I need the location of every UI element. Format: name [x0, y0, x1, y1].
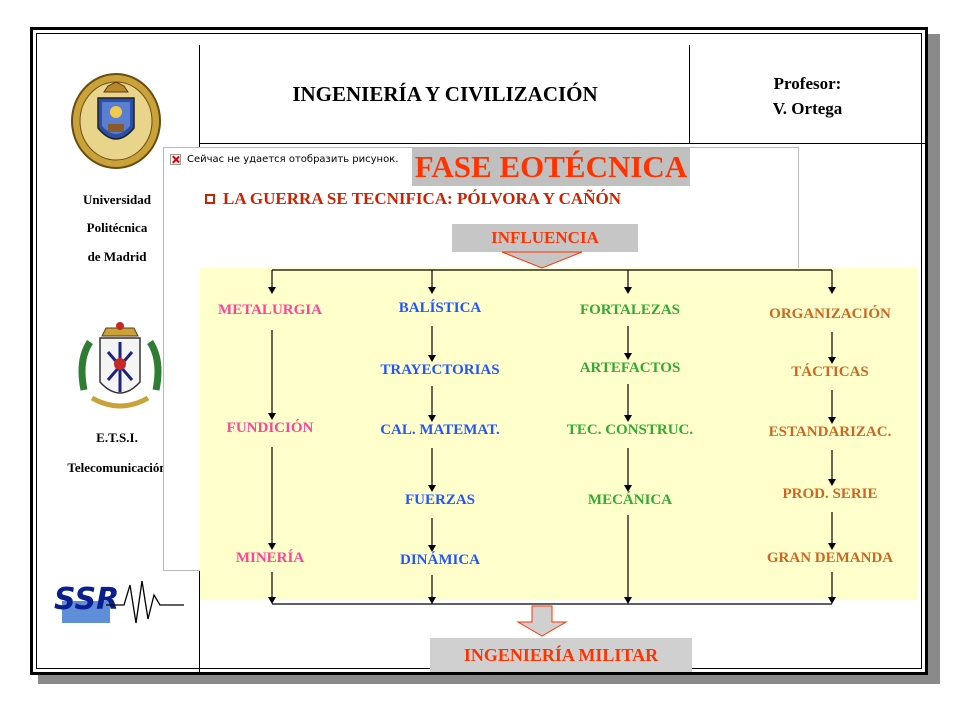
top-arrow-1-head	[268, 287, 276, 294]
col-1-item-3: MINERÍA	[235, 550, 305, 566]
header-bottom-line	[199, 143, 925, 144]
col-3-item-2: ARTEFACTOS	[579, 360, 681, 376]
col-3-arrow-1-head	[624, 353, 632, 360]
university-line-1: Universidad	[83, 192, 151, 207]
col-4-item-2: TÁCTICAS	[791, 364, 869, 380]
col-4-item-5: GRAN DEMANDA	[766, 550, 894, 566]
broken-image-icon	[170, 154, 181, 165]
col-3-item-3: TEC. CONSTRUC.	[566, 422, 694, 438]
col-4-item-4: PROD. SERIE	[782, 486, 878, 502]
bottom-arrow-2-head	[428, 597, 436, 604]
influence-box: INFLUENCIA	[452, 224, 638, 252]
school-line-2: Telecomunicación	[67, 460, 167, 475]
result-box: INGENIERÍA MILITAR	[430, 638, 692, 672]
col-4-arrow-4-head	[828, 543, 836, 550]
top-arrow-2-head	[428, 287, 436, 294]
upm-seal-icon	[71, 73, 161, 169]
university-line-2: Politécnica	[86, 220, 148, 235]
col-2-item-2: TRAYECTORIAS	[380, 362, 500, 378]
broken-image-text: Сейчас не удается отобразить рисунок.	[187, 154, 399, 165]
bottom-arrow-3-head	[624, 597, 632, 604]
col-2-arrow-1-head	[428, 355, 436, 362]
broken-image-row: Сейчас не удается отобразить рисунок.	[170, 154, 398, 165]
col-2-arrow-2-head	[428, 415, 436, 422]
school-line-1: E.T.S.I.	[96, 430, 138, 445]
top-arrow-4-head	[828, 287, 836, 294]
diagram-panel	[200, 268, 918, 600]
col-1-arrow-2-head	[268, 543, 276, 550]
university-line-3: de Madrid	[87, 249, 147, 264]
professor-name: V. Ortega	[772, 99, 843, 118]
bottom-arrow-4-head	[828, 597, 836, 604]
col-3-arrow-2-head	[624, 415, 632, 422]
col-4-arrow-1-head	[828, 357, 836, 364]
col-2-arrow-4-head	[428, 545, 436, 552]
checkbox-bullet-icon	[205, 194, 215, 204]
influence-chevron-icon	[501, 251, 583, 269]
header-divider	[689, 45, 690, 143]
col-4-item-1: ORGANIZACIÓN	[769, 306, 891, 322]
ssr-logo-text: SSR	[54, 582, 119, 617]
col-1-arrow-1-head	[268, 413, 276, 420]
slide-subtitle-text: LA GUERRA SE TECNIFICA: PÓLVORA Y CAÑÓN	[223, 189, 621, 208]
col-3-item-4: MECÁNICA	[587, 492, 673, 508]
col-2-item-5: DINÁMICA	[400, 552, 480, 568]
slide-title: FASE EOTÉCNICA	[412, 148, 690, 186]
professor-label: Profesor:	[773, 74, 842, 93]
col-2-item-1: BALÍSTICA	[398, 300, 482, 316]
col-4-item-3: ESTANDARIZAC.	[768, 424, 892, 440]
result-arrow-icon	[516, 605, 568, 637]
col-2-arrow-3-head	[428, 485, 436, 492]
col-1-item-1: METALURGIA	[218, 302, 322, 318]
ssr-logo-icon: SSR	[54, 580, 184, 624]
col-4-arrow-3-head	[828, 479, 836, 486]
col-3-item-1: FORTALEZAS	[579, 302, 681, 318]
etsit-coat-of-arms-icon	[78, 322, 162, 409]
col-1-item-2: FUNDICIÓN	[226, 420, 314, 436]
top-arrow-3-head	[624, 287, 632, 294]
col-3-arrow-3-head	[624, 485, 632, 492]
col-2-item-4: FUERZAS	[404, 492, 476, 508]
bottom-arrow-1-head	[268, 597, 276, 604]
col-2-item-3: CAL. MATEMAT.	[380, 422, 500, 438]
course-title: INGENIERÍA Y CIVILIZACIÓN	[292, 82, 598, 106]
slide-subtitle: LA GUERRA SE TECNIFICA: PÓLVORA Y CAÑÓN	[205, 189, 621, 209]
col-4-arrow-2-head	[828, 417, 836, 424]
